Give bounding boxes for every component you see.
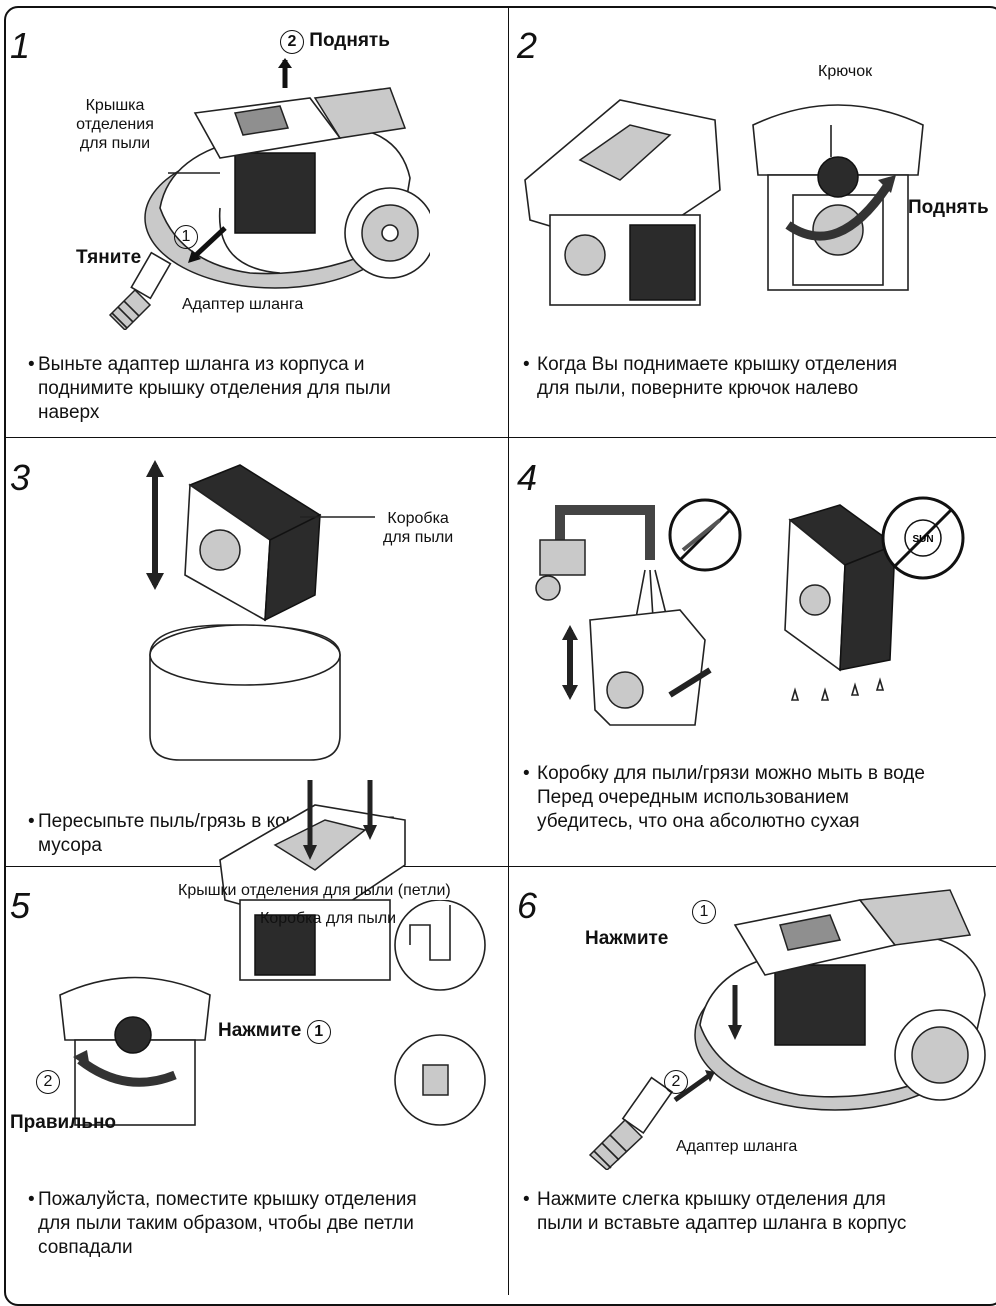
lid-label: Крышка отделения для пыли: [76, 97, 154, 152]
step-instruction: Пожалуйста, поместите крышку отделения д…: [38, 1189, 417, 1258]
hinges-label: Крышки отделения для пыли (петли): [178, 882, 451, 899]
press-label: Нажмите: [585, 928, 669, 949]
bullet: •: [523, 354, 530, 375]
correct-label: Правильно: [10, 1112, 117, 1133]
vacuum-cleaner-illustration: [144, 58, 430, 289]
dust-box-illustration: [146, 460, 341, 761]
pull-label: Тяните: [76, 247, 142, 268]
hook-illustration: [752, 104, 924, 291]
step-marker: 2: [36, 1070, 60, 1094]
no-brush-icon: [668, 498, 742, 572]
bullet: •: [28, 1189, 35, 1210]
step-marker: 1: [692, 900, 716, 924]
bullet: •: [28, 354, 35, 375]
dust-cover-illustration: [524, 99, 721, 306]
sun-text: SUN: [912, 534, 933, 545]
hinge-detail-illustration: [394, 900, 486, 1126]
step-instruction: Выньте адаптер шланга из корпуса и подни…: [38, 354, 391, 423]
hook-label: Крючок: [818, 63, 873, 80]
box-label: Коробка для пыли: [260, 910, 397, 927]
tap-illustration: [535, 505, 712, 726]
lift-label: Поднять: [309, 30, 390, 51]
leader-line: [300, 516, 375, 518]
step-instruction: Коробку для пыли/грязи можно мыть в воде…: [537, 763, 925, 832]
box-label: Коробка для пыли: [383, 510, 454, 546]
adapter-label: Адаптер шланга: [676, 1138, 798, 1155]
step-marker: 2: [280, 30, 304, 54]
hook-illustration: [59, 976, 211, 1126]
step-instruction: Нажмите слегка крышку отделения для пыли…: [537, 1189, 907, 1234]
hose-adapter-illustration: [108, 251, 172, 330]
bullet: •: [523, 1189, 530, 1210]
lift-label: Поднять: [908, 197, 989, 218]
dust-cover-illustration: [219, 780, 406, 981]
step-number: 3: [10, 457, 31, 498]
adapter-label: Адаптер шланга: [182, 296, 304, 313]
hose-adapter-illustration: [588, 1076, 674, 1170]
step-marker: 1: [306, 1020, 331, 1044]
bullet: •: [523, 763, 530, 784]
step-marker: 1: [174, 225, 198, 249]
no-sun-icon: SUN: [881, 496, 965, 580]
step-number: 1: [10, 25, 31, 66]
step-number: 2: [517, 25, 538, 66]
step-number: 4: [517, 457, 538, 498]
step-marker: 2: [664, 1070, 688, 1094]
step-number: 6: [517, 885, 538, 926]
step-instruction: Когда Вы поднимаете крышку отделения для…: [537, 354, 898, 399]
press-label: Нажмите: [218, 1020, 302, 1041]
divider: [4, 437, 996, 438]
bullet: •: [28, 811, 35, 832]
divider: [508, 6, 509, 1295]
step-number: 5: [10, 885, 31, 926]
divider: [4, 866, 996, 867]
vacuum-cleaner-illustration: [673, 889, 986, 1111]
